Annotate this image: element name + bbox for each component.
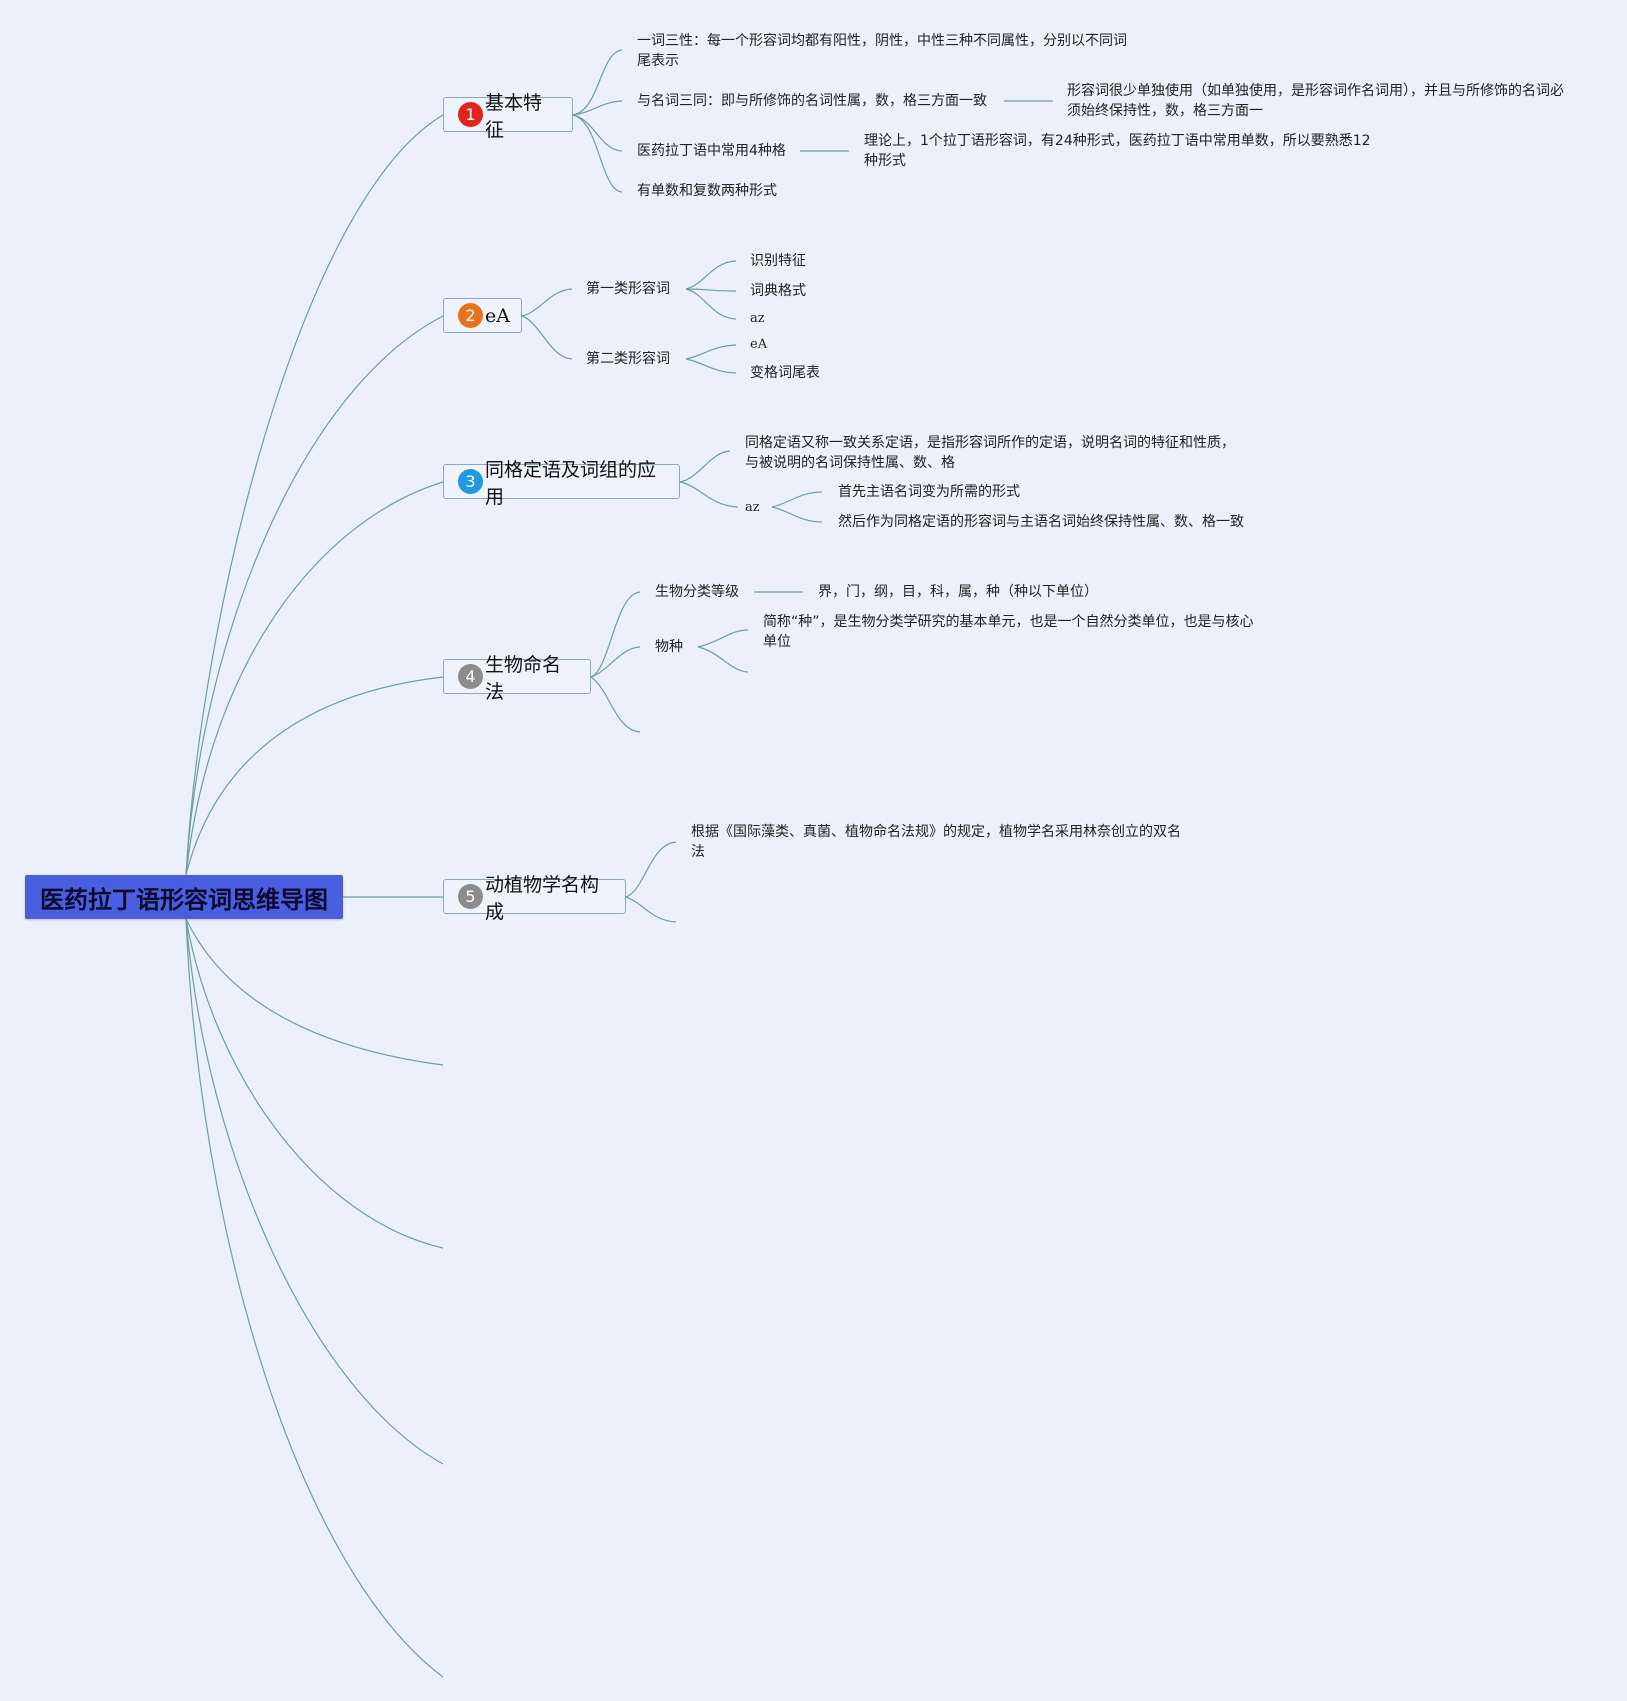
topic-title: 生物命名法 bbox=[485, 653, 562, 703]
subtopic-item[interactable]: 首先主语名词变为所需的形式 bbox=[838, 484, 1020, 500]
link-root-topic4 bbox=[185, 676, 444, 876]
topic-title: 同格定语及词组的应用 bbox=[485, 458, 657, 508]
topic-title: 基本特征 bbox=[485, 91, 543, 141]
link-root-empty4 bbox=[185, 918, 444, 1678]
subtopic-item[interactable]: 物种 bbox=[655, 639, 683, 655]
link-root-topic1 bbox=[185, 114, 444, 876]
link-t2-g2-c1 bbox=[685, 344, 737, 360]
subtopic-item[interactable]: 识别特征 bbox=[750, 253, 806, 269]
subtopic-group[interactable]: 第二类形容词 bbox=[586, 351, 670, 367]
subtopic-detail[interactable]: 界，门，纲，目，科，属，种（种以下单位） bbox=[818, 584, 1098, 600]
number-badge: 3 bbox=[458, 469, 483, 494]
number-badge: 5 bbox=[458, 884, 483, 909]
link-root-topic3 bbox=[185, 481, 444, 876]
link-t1-i3 bbox=[572, 114, 623, 152]
link-t3-def bbox=[679, 450, 731, 483]
topic-ea[interactable]: 2 eA bbox=[443, 298, 522, 333]
number-badge: 4 bbox=[458, 664, 483, 689]
link-t4-i2 bbox=[590, 646, 641, 678]
link-t4-i1 bbox=[590, 591, 641, 678]
link-t4-empty bbox=[590, 676, 641, 733]
subtopic-item[interactable]: 一词三性：每一个形容词均都有阳性，阴性，中性三种不同属性，分别以不同词尾表示 bbox=[637, 33, 1127, 69]
subtopic-group[interactable]: 第一类形容词 bbox=[586, 281, 670, 297]
link-root-empty2 bbox=[185, 918, 444, 1249]
link-t4-i2-detail-b bbox=[697, 646, 749, 673]
topic-scientific-name-structure[interactable]: 5 动植物学名构成 bbox=[443, 874, 626, 923]
subtopic-item[interactable]: 根据《国际藻类、真菌、植物命名法规》的规定，植物学名采用林奈创立的双名法 bbox=[691, 824, 1181, 860]
subtopic-detail[interactable]: 理论上，1个拉丁语形容词，有24种形式，医药拉丁语中常用单数，所以要熟悉12种形… bbox=[864, 133, 1371, 169]
subtopic-item[interactable]: 然后作为同格定语的形容词与主语名词始终保持性属、数、格一致 bbox=[838, 514, 1244, 530]
subtopic-detail[interactable]: 形容词很少单独使用（如单独使用，是形容词作名词用），并且与所修饰的名词必须始终保… bbox=[1067, 83, 1564, 119]
link-t2-g1 bbox=[521, 288, 573, 317]
subtopic-item[interactable]: eA bbox=[750, 337, 768, 352]
link-t2-g1-c2 bbox=[685, 288, 737, 292]
link-t2-g1-c1 bbox=[685, 260, 737, 290]
link-t2-g2 bbox=[521, 315, 573, 360]
subtopic-item[interactable]: 与名词三同：即与所修饰的名词性属，数，格三方面一致 bbox=[637, 93, 987, 109]
link-t3-g-c1 bbox=[771, 491, 823, 508]
subtopic-item[interactable]: az bbox=[750, 311, 765, 326]
link-root-empty3 bbox=[185, 918, 444, 1465]
link-t1-i1 bbox=[572, 49, 623, 116]
link-t2-g1-c3 bbox=[685, 288, 737, 320]
link-t2-g2-c2 bbox=[685, 358, 737, 374]
root-title: 医药拉丁语形容词思维导图 bbox=[40, 885, 328, 914]
topic-appositive-attribute[interactable]: 3 同格定语及词组的应用 bbox=[443, 459, 680, 508]
link-t4-i2-detail-a bbox=[697, 629, 749, 648]
number-badge: 1 bbox=[458, 102, 483, 127]
link-t3-group bbox=[679, 481, 739, 508]
link-t3-g-c2 bbox=[771, 506, 823, 523]
number-badge: 2 bbox=[458, 303, 483, 328]
subtopic-detail[interactable]: 简称“种”，是生物分类学研究的基本单元，也是一个自然分类单位，也是与核心单位 bbox=[763, 614, 1254, 650]
topic-title: 动植物学名构成 bbox=[485, 873, 600, 923]
subtopic-item[interactable]: 医药拉丁语中常用4种格 bbox=[637, 143, 786, 159]
link-t1-i4 bbox=[572, 114, 623, 193]
link-root-topic2 bbox=[185, 315, 444, 876]
subtopic-item[interactable]: 变格词尾表 bbox=[750, 365, 820, 381]
root-topic[interactable]: 医药拉丁语形容词思维导图 bbox=[25, 875, 343, 919]
topic-basic-features[interactable]: 1 基本特征 bbox=[443, 92, 573, 141]
subtopic-item[interactable]: 有单数和复数两种形式 bbox=[637, 183, 777, 199]
link-t1-i2 bbox=[572, 100, 623, 116]
topic-biological-nomenclature[interactable]: 4 生物命名法 bbox=[443, 654, 591, 703]
subtopic-item[interactable]: 词典格式 bbox=[750, 283, 806, 299]
subtopic-item[interactable]: 生物分类等级 bbox=[655, 584, 739, 600]
subtopic-definition[interactable]: 同格定语又称一致关系定语，是指形容词所作的定语，说明名词的特征和性质，与被说明的… bbox=[745, 435, 1235, 471]
topic-title: eA bbox=[485, 304, 510, 327]
link-t5-i1 bbox=[625, 841, 677, 898]
link-root-empty1 bbox=[185, 918, 444, 1066]
subtopic-group[interactable]: az bbox=[745, 500, 760, 515]
link-t5-empty bbox=[625, 896, 677, 923]
